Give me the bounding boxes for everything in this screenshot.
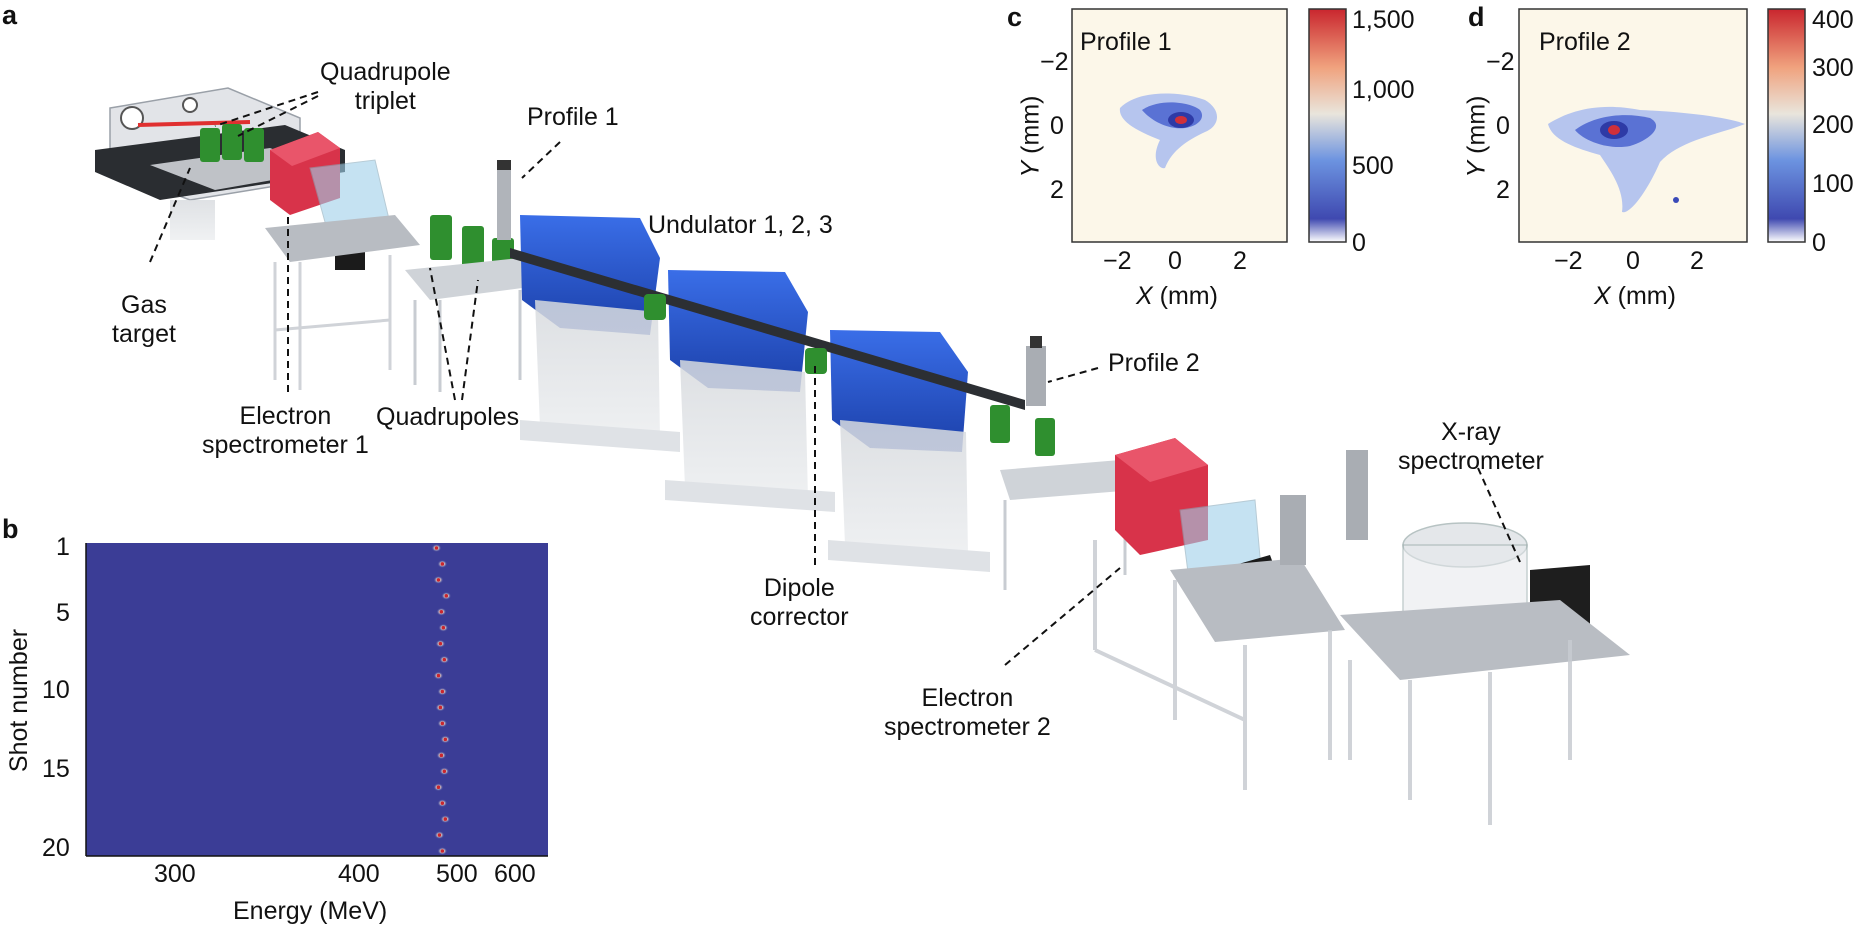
label-quadrupole-triplet-line2: triplet	[354, 87, 416, 115]
panel-d-cbar-0: 0	[1812, 229, 1826, 257]
leader-lines	[149, 91, 1521, 666]
panel-d-plot	[1518, 8, 1806, 243]
panel-d-cbar-400: 400	[1812, 6, 1854, 34]
panel-b-ytick-15: 15	[42, 755, 70, 783]
label-undulator: Undulator 1, 2, 3	[648, 211, 833, 239]
undulator-1	[520, 215, 680, 452]
panel-c-xtick-0: 0	[1168, 247, 1182, 275]
label-quadrupole-triplet-line1: Quadrupole	[320, 58, 451, 86]
label-gas-target: Gas target	[112, 291, 176, 349]
label-gas-target-line1: Gas	[121, 291, 167, 319]
label-xray-line2: spectrometer	[1398, 447, 1544, 475]
panel-d-xlabel: X (mm)	[1594, 282, 1676, 310]
panel-b-ytick-10: 10	[42, 676, 70, 704]
quadrupole-triplet	[200, 124, 264, 162]
panel-b-shot-peak	[444, 594, 449, 598]
panel-d-cbar-200: 200	[1812, 111, 1854, 139]
beamline-illustration	[95, 87, 1630, 825]
panel-c-ytick-2: 2	[1050, 176, 1064, 204]
panel-b-ylabel: Shot number	[5, 628, 34, 773]
panel-letter-a: a	[2, 0, 18, 30]
label-xray-line1: X-ray	[1441, 418, 1501, 446]
label-es1-line1: Electron	[239, 402, 332, 430]
panel-d-cbar-100: 100	[1812, 170, 1854, 198]
quadrupole-stand	[405, 160, 545, 392]
panel-b-shot-peak	[440, 801, 445, 805]
label-dipole-corrector: Dipole corrector	[750, 574, 849, 632]
xray-spectrometer	[1280, 450, 1630, 825]
panel-d-ytick-m2: −2	[1486, 48, 1515, 76]
panel-c-ytick-m2: −2	[1040, 48, 1069, 76]
panel-d-xtick-2: 2	[1690, 247, 1704, 275]
panel-b-shot-peak	[438, 641, 443, 646]
panel-d-xtick-m2: −2	[1554, 247, 1583, 275]
panel-d-ytick-2: 2	[1496, 176, 1510, 204]
panel-b-shot-peak	[438, 705, 443, 710]
panel-c-cbar-500: 500	[1352, 152, 1394, 180]
label-es2-line1: Electron	[921, 684, 1014, 712]
label-dipole-line2: corrector	[750, 603, 849, 631]
panel-b-shot-peak	[442, 769, 447, 774]
label-gas-target-line2: target	[112, 320, 176, 348]
panel-c-ytick-0: 0	[1050, 112, 1064, 140]
label-dipole-line1: Dipole	[763, 574, 835, 602]
panel-letter-b: b	[2, 514, 19, 544]
panel-c-xtick-m2: −2	[1103, 247, 1132, 275]
panel-b-xtick-500: 500	[436, 860, 478, 888]
panel-d-cbar-300: 300	[1812, 54, 1854, 82]
panel-b-shot-peak	[437, 833, 442, 837]
panel-b-shot-peak	[440, 562, 445, 566]
label-electron-spectrometer-1: Electron spectrometer 1	[202, 402, 369, 460]
panel-b-shot-peak	[436, 785, 441, 790]
panel-b-ytick-5: 5	[56, 599, 70, 627]
label-es2-line2: spectrometer 2	[884, 713, 1051, 741]
panel-b-xtick-600: 600	[494, 860, 536, 888]
panel-b-shot-peak	[440, 849, 445, 853]
panel-b-shot-peak	[440, 721, 445, 726]
panel-b-shot-peak	[436, 578, 441, 582]
panel-d-ylabel: Y (mm)	[1462, 95, 1491, 178]
panel-b-shot-peak	[436, 673, 441, 678]
panel-d-xtick-0: 0	[1626, 247, 1640, 275]
panel-b-background	[86, 543, 548, 856]
panel-b-shot-peak	[442, 657, 447, 662]
panel-c-xlabel: X (mm)	[1136, 282, 1218, 310]
panel-c-xtick-2: 2	[1233, 247, 1247, 275]
panel-b-shot-peak	[443, 737, 448, 742]
panel-c-plot	[1071, 8, 1347, 243]
panel-b-plot	[85, 543, 548, 857]
label-profile2: Profile 2	[1108, 349, 1200, 377]
panel-c-title: Profile 1	[1080, 28, 1172, 56]
panel-b-spots	[431, 544, 452, 855]
panel-b-ytick-20: 20	[42, 834, 70, 862]
panel-b-xtick-400: 400	[338, 860, 380, 888]
panel-d-ytick-0: 0	[1496, 112, 1510, 140]
panel-c-ylabel: Y (mm)	[1016, 95, 1045, 178]
label-quadrupole-triplet: Quadrupole triplet	[320, 58, 451, 116]
panel-b-shot-peak	[439, 609, 444, 614]
panel-d-title: Profile 2	[1539, 28, 1631, 56]
panel-b-ytick-1: 1	[56, 533, 70, 561]
electron-spectrometer-2	[1093, 438, 1345, 790]
label-quadrupoles: Quadrupoles	[376, 403, 520, 431]
panel-c-cbar-1000: 1,000	[1352, 76, 1415, 104]
label-es1-line2: spectrometer 1	[202, 431, 369, 459]
panel-b-xlabel: Energy (MeV)	[233, 897, 388, 925]
panel-b-shot-peak	[441, 625, 446, 630]
electron-spectrometer-1	[265, 132, 420, 390]
label-electron-spectrometer-2: Electron spectrometer 2	[884, 684, 1051, 742]
label-xray-spectrometer: X-ray spectrometer	[1398, 418, 1544, 476]
label-profile1: Profile 1	[527, 103, 619, 131]
panel-b-shot-peak	[439, 753, 444, 758]
panel-c-cbar-0: 0	[1352, 229, 1366, 257]
panel-b-shot-peak	[443, 817, 448, 821]
undulator-2	[665, 270, 835, 512]
panel-b-shot-peak	[440, 689, 445, 694]
panel-b-xtick-300: 300	[154, 860, 196, 888]
panel-letter-d: d	[1468, 2, 1485, 32]
panel-b-shot-peak	[434, 546, 439, 550]
panel-c-cbar-1500: 1,500	[1352, 6, 1415, 34]
panel-letter-c: c	[1007, 2, 1023, 32]
